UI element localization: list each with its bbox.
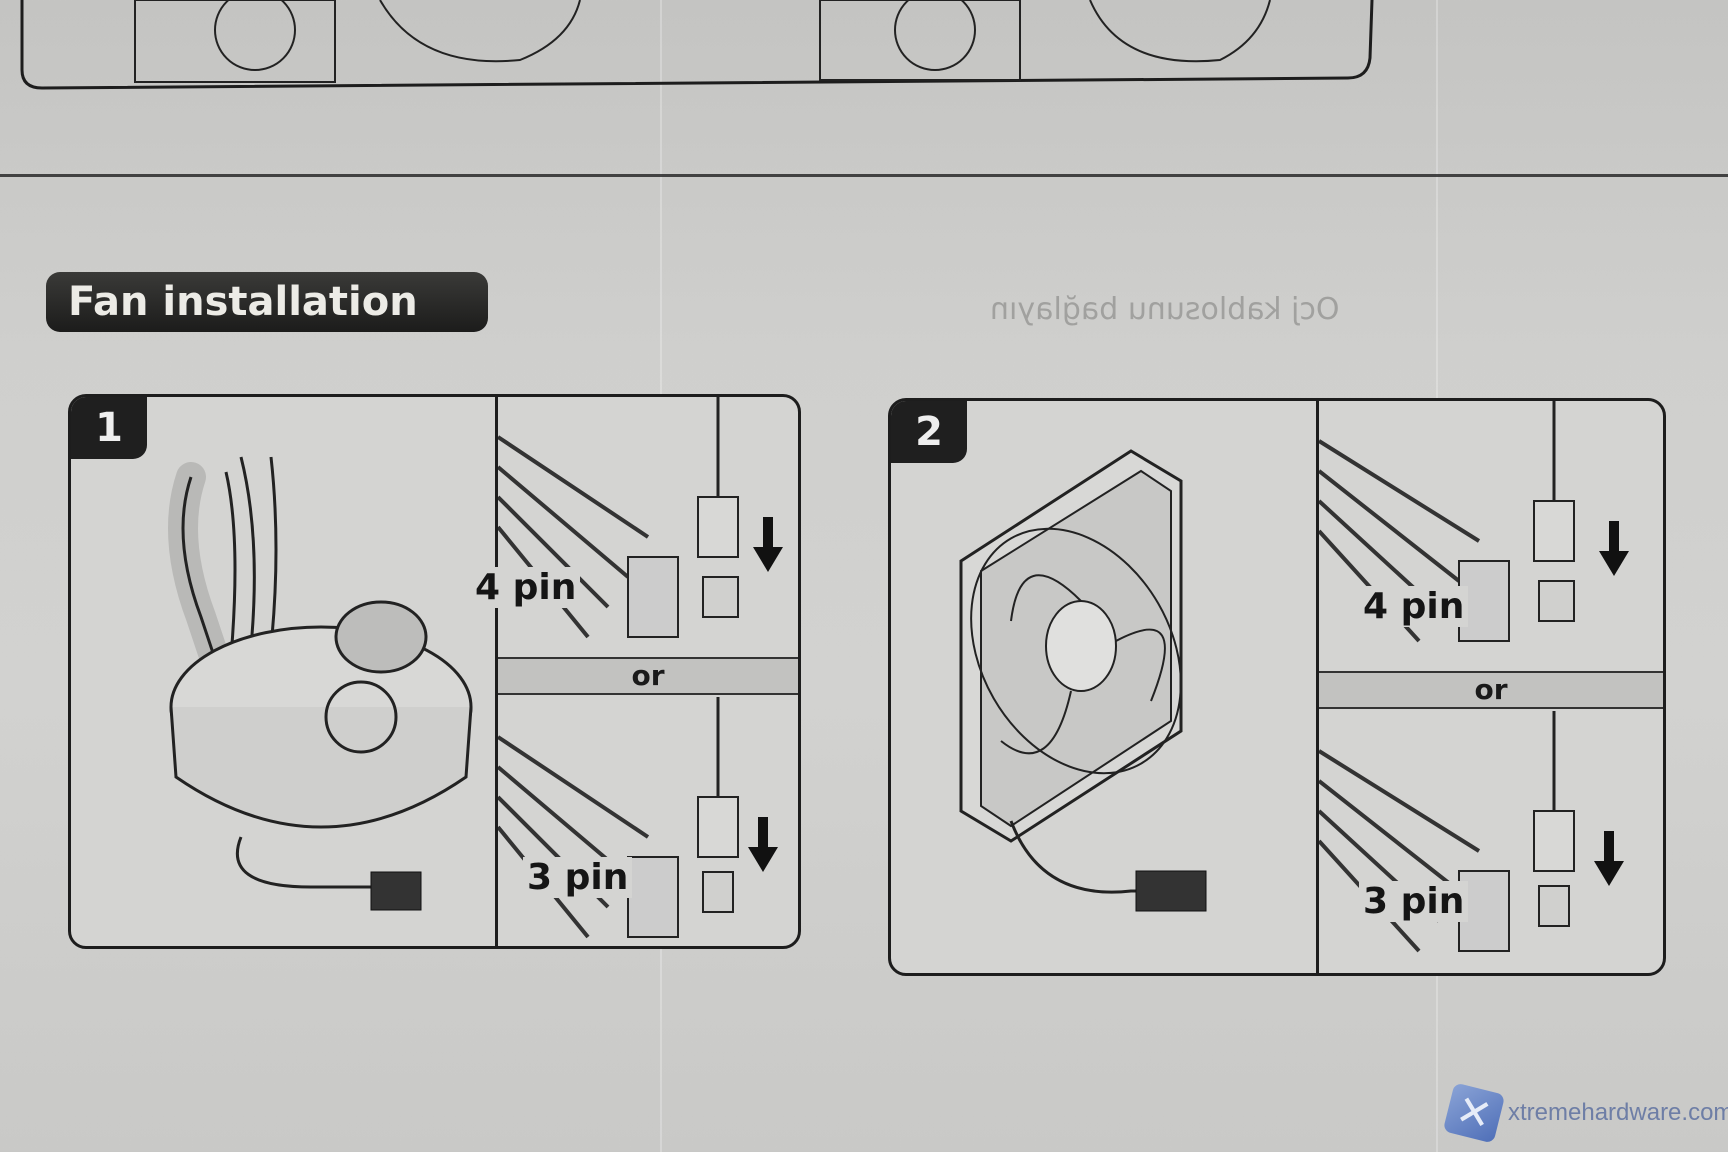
- motherboard-header-4pin: [498, 397, 783, 639]
- step-2-panel: 2 4 pin or 3 pin: [888, 398, 1666, 976]
- fan-illustration: [959, 449, 1207, 912]
- panel-divider: [1316, 401, 1319, 973]
- panel-divider: [495, 397, 498, 946]
- or-separator: or: [1319, 671, 1663, 709]
- section-title: Fan installation: [46, 272, 488, 332]
- previous-step-illustration: [20, 0, 1374, 90]
- bleed-through-text: Ocj kablosunu bağlayın: [990, 292, 1340, 327]
- motherboard-header-3pin: [1319, 711, 1624, 953]
- or-separator: or: [498, 657, 798, 695]
- watermark-text: xtremehardware.com: [1508, 1099, 1728, 1126]
- step-1-option-3pin: 3 pin: [523, 857, 633, 898]
- watermark: ✕ xtremehardware.com: [1442, 1082, 1728, 1144]
- step-1-option-4pin: 4 pin: [471, 567, 581, 608]
- motherboard-header-4pin: [1319, 401, 1629, 643]
- step-2-option-4pin: 4 pin: [1359, 586, 1469, 627]
- section-divider: [0, 174, 1728, 177]
- motherboard-header-3pin: [498, 697, 778, 939]
- step-number: 2: [891, 401, 967, 463]
- step-2-option-3pin: 3 pin: [1359, 881, 1469, 922]
- step-number: 1: [71, 397, 147, 459]
- step-1-panel: 1 4 pin or 3 pin: [68, 394, 801, 949]
- pump-illustration: [168, 456, 473, 911]
- x-logo-icon: ✕: [1442, 1082, 1506, 1144]
